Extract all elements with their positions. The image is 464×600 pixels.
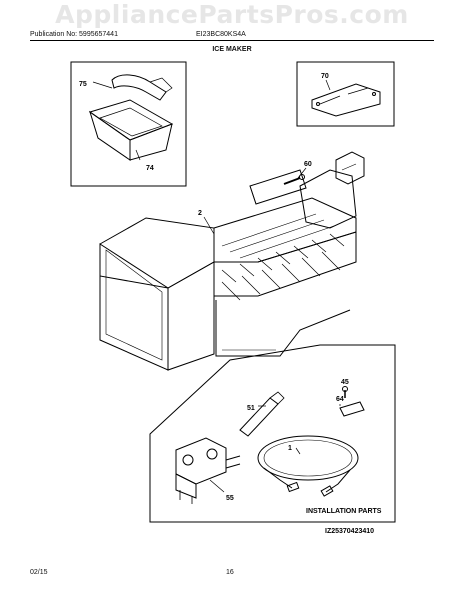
clamp-part	[339, 401, 365, 417]
water-line-part	[257, 435, 359, 497]
part-label-64: 64	[336, 396, 344, 403]
part-label-51: 51	[247, 405, 255, 412]
tube-fitting-part	[239, 391, 285, 437]
inset-ice-bin	[70, 61, 187, 187]
installation-parts-label: INSTALLATION PARTS	[306, 508, 382, 515]
page-title: ICE MAKER	[212, 46, 252, 53]
water-valve-part	[175, 437, 241, 504]
ice-arm-part	[111, 74, 173, 101]
page-number: 16	[226, 569, 234, 576]
model-number: EI23BC80KS4A	[196, 31, 246, 38]
publication-number: Publication No: 5995657441	[30, 31, 118, 38]
leader-lines	[92, 79, 341, 493]
part-label-60: 60	[304, 161, 312, 168]
header-rule	[30, 40, 434, 41]
part-label-75: 75	[79, 81, 87, 88]
diagram-code: IZ25370423410	[325, 528, 374, 535]
part-label-74: 74	[146, 165, 154, 172]
screw-45-part	[342, 386, 348, 398]
part-label-1: 1	[288, 445, 292, 452]
screw-part	[283, 174, 305, 185]
ice-maker-assembly	[99, 151, 365, 371]
ice-tray-part	[88, 99, 174, 161]
part-label-70: 70	[321, 73, 329, 80]
part-label-2: 2	[198, 210, 202, 217]
bracket-part	[311, 83, 381, 117]
inset-bracket	[296, 61, 395, 127]
watermark: AppliancePartsPros.com	[55, 0, 409, 29]
footer-date: 02/15	[30, 569, 48, 576]
part-label-45: 45	[341, 379, 349, 386]
installation-panel	[149, 344, 396, 523]
part-label-55: 55	[226, 495, 234, 502]
